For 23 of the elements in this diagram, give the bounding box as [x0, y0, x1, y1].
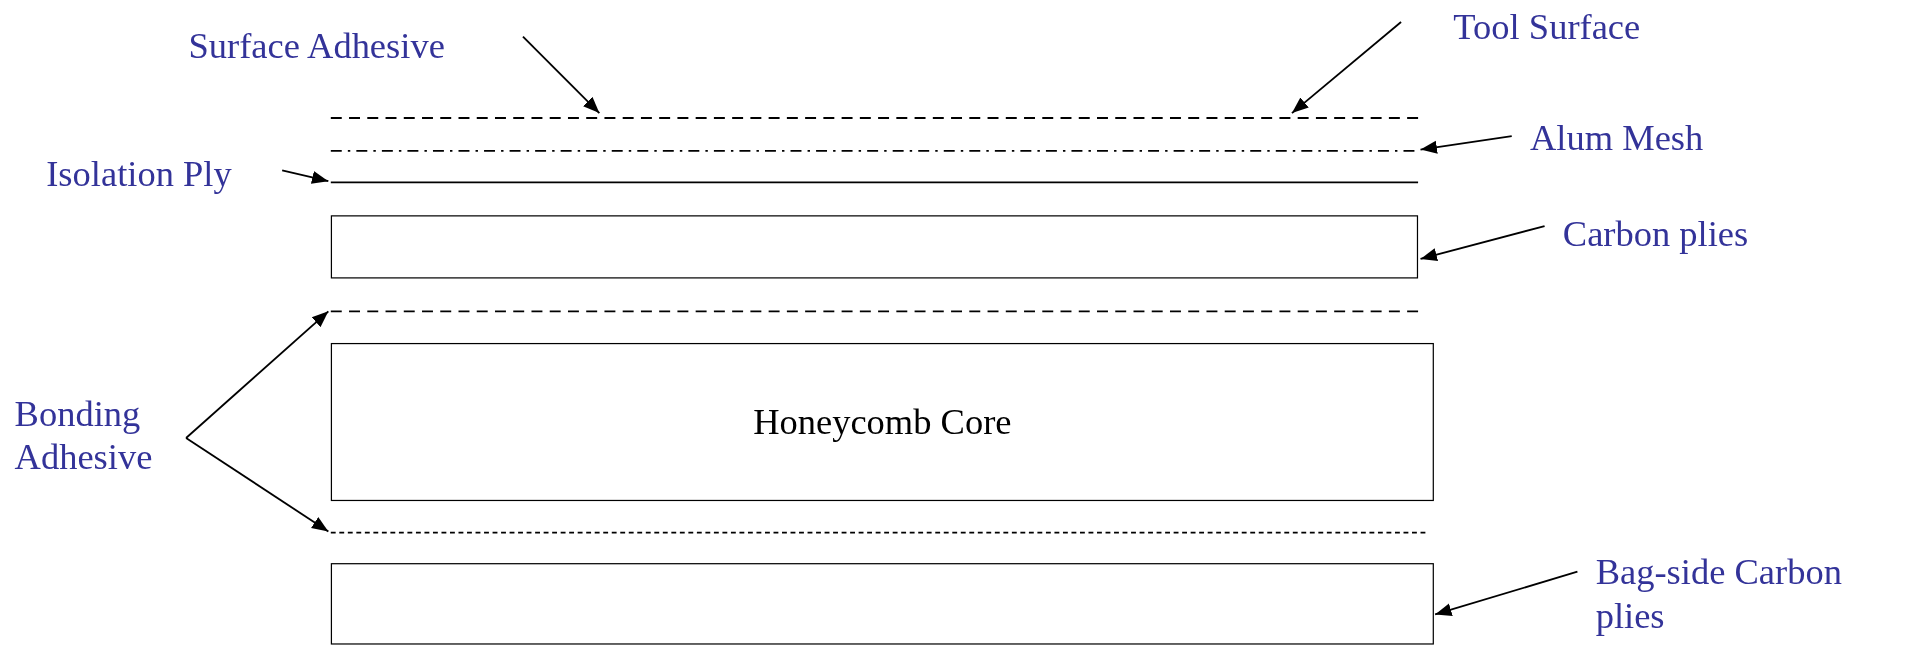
ply-layer-box	[330, 215, 1419, 279]
leader-line	[281, 169, 330, 184]
core-layer-box	[330, 342, 1434, 502]
solid-layer-line	[330, 180, 1419, 185]
layer-label: Carbon plies	[1562, 211, 1749, 256]
dashed-layer-line	[330, 115, 1419, 121]
layer-label: Alum Mesh	[1530, 115, 1704, 160]
leader-line	[185, 437, 330, 533]
leader-line	[185, 310, 330, 439]
leader-line	[1434, 570, 1579, 616]
leader-line	[522, 35, 601, 114]
layer-label: Isolation Ply	[46, 152, 232, 196]
dashed-layer-line	[330, 308, 1419, 314]
layer-label: Tool Surface	[1453, 4, 1641, 49]
layer-label: Bonding Adhesive	[14, 391, 185, 480]
leader-line	[1419, 135, 1513, 154]
ply-layer-box	[330, 563, 1434, 645]
dotted-layer-line	[330, 530, 1426, 536]
layer-label: Surface Adhesive	[188, 24, 445, 69]
layer-label: Bag-side Carbon plies	[1595, 549, 1894, 638]
layer-label: Honeycomb Core	[753, 401, 1012, 443]
leader-line	[1291, 21, 1402, 114]
leader-line	[1419, 225, 1546, 262]
